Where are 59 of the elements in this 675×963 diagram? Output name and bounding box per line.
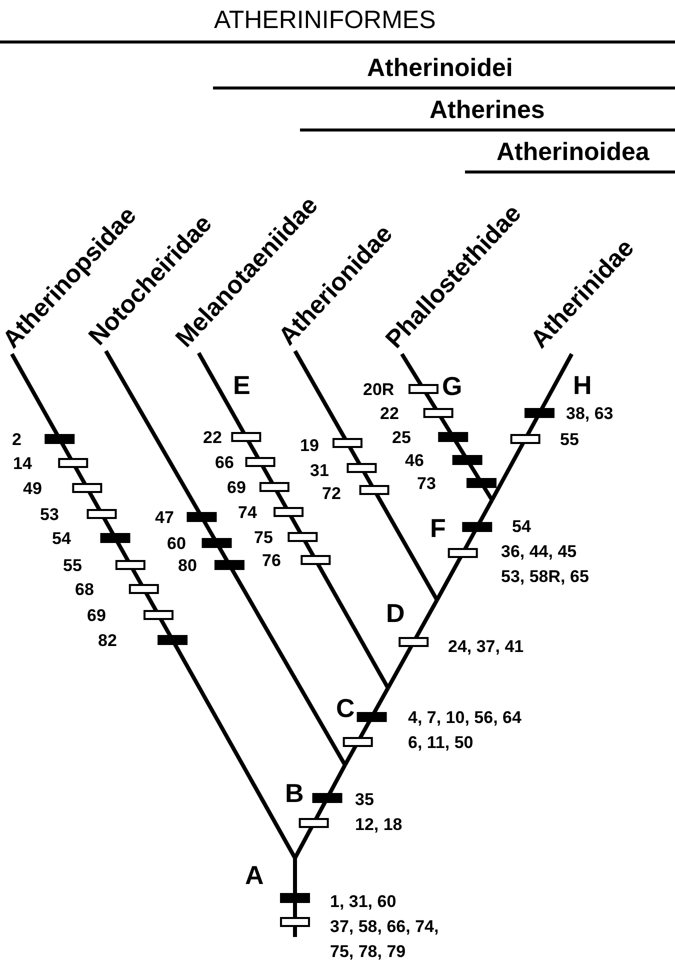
- character-numbers: 6, 11, 50: [408, 732, 474, 754]
- character-number: 22: [203, 428, 222, 446]
- character-number: 75: [254, 528, 273, 546]
- character-numbers: 24, 37, 41: [448, 636, 525, 658]
- character-number: 20R: [363, 380, 394, 398]
- character-number: 38, 63: [566, 404, 614, 422]
- character-number: 80: [178, 556, 197, 574]
- character-number: 76: [262, 552, 281, 568]
- character-number: 54: [52, 530, 71, 546]
- character-number: 46: [405, 452, 424, 468]
- node-letter: D: [386, 600, 405, 626]
- character-numbers: 12, 18: [355, 814, 404, 836]
- character-numbers: 4, 7, 10, 56, 64: [408, 707, 522, 729]
- branch-line: [104, 350, 347, 766]
- character-number: 60: [167, 534, 186, 552]
- branch-line: [10, 353, 297, 859]
- branch-line: [343, 687, 390, 766]
- character-numbers: 35: [355, 789, 375, 811]
- branch-line: [196, 352, 390, 689]
- character-number: 66: [215, 454, 234, 470]
- character-number: 55: [63, 556, 82, 574]
- character-number: 69: [87, 606, 106, 624]
- node-letter: F: [430, 515, 446, 541]
- branch-letter: G: [442, 373, 462, 399]
- character-number: 22: [380, 404, 399, 422]
- branch-letter: H: [573, 372, 592, 398]
- character-numbers: 36, 44, 45: [501, 541, 578, 563]
- branch-line: [435, 499, 494, 601]
- group-name: Atherines: [430, 98, 545, 122]
- node-letter: C: [336, 695, 355, 721]
- branch-line: [386, 599, 439, 689]
- character-number: 73: [417, 474, 436, 492]
- character-number: 53: [40, 506, 59, 522]
- group-name: ATHERINIFORMES: [214, 8, 436, 32]
- node-letter: B: [285, 780, 304, 806]
- character-numbers: 37, 58, 66, 74, 75, 78, 79: [330, 916, 440, 963]
- branch-line: [293, 764, 347, 859]
- character-number: 14: [13, 454, 32, 472]
- character-number: 19: [300, 436, 319, 454]
- character-number: 31: [310, 462, 329, 478]
- character-number: 74: [238, 504, 257, 520]
- character-number: 82: [98, 632, 117, 648]
- character-numbers: 1, 31, 60: [330, 891, 398, 913]
- branch-letter: E: [233, 372, 250, 398]
- character-number: 69: [227, 478, 246, 496]
- character-number: 55: [560, 430, 579, 448]
- branch-line: [293, 350, 439, 601]
- character-number: 72: [322, 484, 341, 502]
- character-numbers: 54: [512, 516, 532, 538]
- character-number: 47: [155, 508, 174, 526]
- character-number: 25: [392, 428, 411, 446]
- character-number: 68: [75, 580, 94, 598]
- character-number: 2: [12, 430, 22, 448]
- character-numbers: 53, 58R, 65: [501, 566, 590, 588]
- node-letter: A: [245, 862, 264, 888]
- branch-line: [490, 353, 574, 501]
- group-name: Atherinoidei: [367, 56, 513, 80]
- character-number: 49: [23, 480, 42, 496]
- group-name: Atherinoidea: [496, 140, 650, 164]
